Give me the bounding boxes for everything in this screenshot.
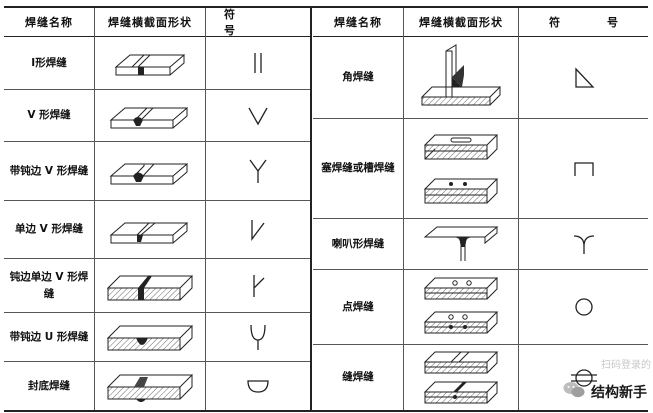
left-table-header: 焊缝名称 焊缝横截面形状 符 号 — [4, 8, 312, 37]
left-table: 焊缝名称 焊缝横截面形状 符 号 I形焊缝 V 形焊缝 — [4, 8, 312, 410]
weld-symbol-table: 焊缝名称 焊缝横截面形状 符 号 I形焊缝 V 形焊缝 — [4, 6, 648, 412]
weld-name: 点焊缝 — [342, 300, 374, 313]
i-weld-symbol-icon — [206, 37, 310, 89]
weld-name: 塞焊缝或槽焊缝 — [321, 162, 395, 174]
bevel-weld-symbol-icon — [206, 201, 310, 258]
table-row: 带钝边 U 形焊缝 — [4, 313, 312, 362]
weld-name: 钝边单边 V 形焊缝 — [9, 270, 89, 300]
watermark-faint-text: 扫码登录的 — [601, 360, 651, 371]
table-row: I形焊缝 — [4, 37, 312, 90]
right-table-header: 焊缝名称 焊缝横截面形状 符 号 — [313, 8, 648, 37]
flare-weld-section-icon — [404, 219, 518, 269]
weld-name: 喇叭形焊缝 — [331, 237, 385, 250]
header-weld-name: 焊缝名称 — [334, 16, 382, 29]
u-weld-section-icon — [95, 313, 205, 361]
y-weld-symbol-icon — [206, 142, 310, 200]
bevel-root-face-section-icon — [95, 259, 205, 312]
table-row: 带钝边 V 形焊缝 — [4, 142, 312, 201]
weld-name: V 形焊缝 — [27, 109, 71, 121]
fillet-weld-symbol-icon — [519, 37, 648, 118]
watermark-brand: 结构新手 — [591, 385, 647, 401]
backing-weld-section-icon — [95, 362, 205, 410]
table-row: 喇叭形焊缝 — [313, 219, 648, 270]
table-row: 角焊缝 — [313, 37, 648, 119]
flare-weld-symbol-icon — [519, 219, 648, 269]
bevel-weld-section-icon — [95, 201, 205, 258]
v-weld-section-icon — [95, 90, 205, 141]
weld-name: I形焊缝 — [31, 56, 67, 69]
spot-weld-symbol-icon — [519, 270, 648, 344]
u-weld-symbol-icon — [206, 313, 310, 361]
header-weld-name: 焊缝名称 — [25, 16, 73, 29]
v-weld-symbol-icon — [206, 90, 310, 141]
i-weld-section-icon — [95, 37, 205, 89]
wechat-logo-icon — [563, 381, 585, 403]
header-symbol: 符 号 — [549, 16, 636, 29]
seam-weld-symbol-icon — [519, 345, 648, 410]
weld-name: 带钝边 U 形焊缝 — [9, 330, 89, 343]
table-row: 缝焊缝 — [313, 345, 648, 410]
table-row: V 形焊缝 — [4, 90, 312, 142]
plug-weld-symbol-icon — [519, 119, 648, 218]
table-row: 点焊缝 — [313, 270, 648, 345]
table-row: 塞焊缝或槽焊缝 — [313, 119, 648, 219]
y-weld-section-icon — [95, 142, 205, 200]
weld-name: 缝焊缝 — [342, 371, 374, 383]
watermark: 结构新手 — [563, 381, 647, 403]
header-symbol: 符 号 — [224, 8, 282, 37]
right-table: 焊缝名称 焊缝横截面形状 符 号 角焊缝 塞 — [313, 8, 648, 410]
weld-name: 单边 V 形焊缝 — [15, 223, 83, 235]
header-cross-section: 焊缝横截面形状 — [419, 16, 503, 29]
weld-name: 角焊缝 — [342, 71, 374, 83]
fillet-weld-section-icon — [404, 37, 518, 118]
weld-name: 带钝边 V 形焊缝 — [9, 164, 89, 177]
spot-weld-section-icon — [404, 270, 518, 344]
seam-weld-section-icon — [404, 345, 518, 410]
plug-weld-section-icon — [404, 119, 518, 218]
bevel-root-face-symbol-icon — [206, 259, 310, 312]
table-row: 钝边单边 V 形焊缝 — [4, 259, 312, 313]
header-cross-section: 焊缝横截面形状 — [108, 16, 192, 29]
backing-weld-symbol-icon — [206, 362, 310, 410]
table-row: 封底焊缝 — [4, 362, 312, 410]
weld-name: 封底焊缝 — [28, 379, 70, 392]
table-row: 单边 V 形焊缝 — [4, 201, 312, 259]
